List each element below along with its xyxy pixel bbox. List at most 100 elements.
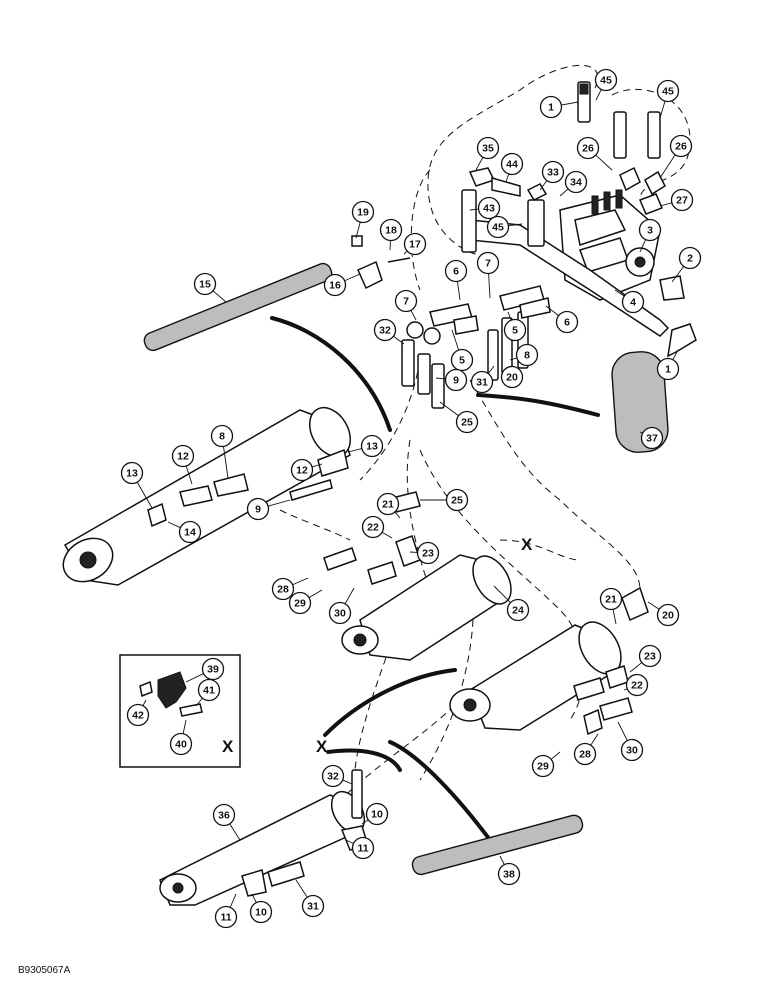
- callout-5: 5: [503, 311, 527, 342]
- leader-line: [410, 310, 417, 321]
- callout-circle: [403, 232, 427, 256]
- callout-20: 20: [500, 362, 524, 389]
- callout-label: 31: [476, 377, 488, 389]
- leader-line: [142, 699, 147, 706]
- callout-13: 13: [347, 434, 384, 458]
- callout-label: 22: [631, 680, 643, 692]
- callout-label: 30: [334, 608, 346, 620]
- callout-28: 28: [573, 733, 599, 766]
- leader-line: [393, 335, 405, 345]
- callout-17: 17: [403, 232, 427, 256]
- leader-line: [185, 465, 193, 485]
- leader-line: [561, 101, 579, 106]
- leader-line: [499, 855, 505, 865]
- callout-3: 3: [638, 218, 662, 253]
- leader-line: [671, 266, 685, 283]
- callout-circle: [669, 134, 693, 158]
- callout-circle: [670, 188, 694, 212]
- callout-1: 1: [656, 349, 680, 381]
- leader-line: [451, 329, 460, 351]
- callout-circle: [120, 461, 144, 485]
- callout-42: 42: [126, 699, 150, 727]
- callout-label: 2: [687, 253, 693, 265]
- callout-label: 45: [662, 86, 674, 98]
- callout-7: 7: [394, 289, 418, 321]
- callout-label: 26: [582, 143, 594, 155]
- callout-30: 30: [328, 587, 355, 625]
- leader-line: [267, 499, 291, 507]
- leader-line: [167, 521, 181, 529]
- detail-marker-x: X: [222, 737, 234, 756]
- callout-23: 23: [409, 541, 440, 565]
- callout-label: 24: [512, 605, 524, 617]
- callout-10: 10: [249, 893, 273, 924]
- callout-circle: [214, 905, 238, 929]
- callout-circle: [379, 218, 403, 242]
- callout-label: 12: [296, 465, 308, 477]
- callout-label: 32: [327, 771, 339, 783]
- detail-marker-x: X: [521, 535, 533, 554]
- callout-label: 13: [366, 441, 378, 453]
- callout-21: 21: [599, 587, 623, 625]
- callout-label: 9: [453, 375, 459, 387]
- callout-circle: [365, 802, 389, 826]
- callout-circle: [638, 644, 662, 668]
- leader-line: [508, 223, 523, 227]
- callout-12: 12: [290, 458, 323, 482]
- protective-sleeve-15: [143, 262, 333, 352]
- callout-circle: [444, 368, 468, 392]
- cylinder-36: [159, 769, 369, 906]
- leader-line: [672, 349, 679, 360]
- callout-label: 10: [371, 809, 383, 821]
- leader-line: [617, 721, 628, 741]
- callout-circle: [621, 290, 645, 314]
- leader-line: [475, 157, 484, 171]
- leader-line: [342, 779, 353, 785]
- callout-label: 35: [482, 143, 494, 155]
- callout-label: 21: [382, 499, 394, 511]
- leader-line: [182, 719, 187, 734]
- callout-label: 14: [184, 527, 196, 539]
- callout-22: 22: [623, 673, 649, 697]
- callout-circle: [212, 803, 236, 827]
- leader-line: [612, 609, 617, 625]
- callout-label: 5: [512, 325, 518, 337]
- callout-20: 20: [647, 601, 680, 627]
- protective-sleeve-38: [411, 814, 584, 876]
- callout-label: 20: [506, 372, 518, 384]
- leader-line: [509, 357, 518, 361]
- callout-label: 45: [600, 75, 612, 87]
- callout-circle: [497, 862, 521, 886]
- callout-6: 6: [545, 305, 579, 334]
- callout-label: 25: [451, 495, 463, 507]
- callout-circle: [445, 488, 469, 512]
- callout-label: 21: [605, 594, 617, 606]
- callout-2: 2: [671, 246, 702, 283]
- leader-line: [347, 448, 362, 453]
- callout-30: 30: [617, 721, 644, 762]
- cylinder-right: [449, 586, 649, 736]
- callout-circle: [455, 410, 479, 434]
- leader-line: [659, 154, 676, 179]
- detail-x-inset: [119, 654, 241, 768]
- callout-circle: [515, 343, 539, 367]
- callout-circle: [625, 673, 649, 697]
- callout-label: 11: [220, 912, 231, 924]
- callout-circle: [506, 598, 530, 622]
- callout-circle: [197, 678, 221, 702]
- leader-line: [311, 463, 323, 468]
- callout-label: 28: [579, 749, 591, 761]
- callout-label: 12: [177, 451, 189, 463]
- callout-circle: [599, 587, 623, 611]
- callout-9: 9: [246, 497, 291, 521]
- callout-9: 9: [435, 368, 468, 392]
- callout-29: 29: [531, 751, 561, 778]
- callout-circle: [288, 591, 312, 615]
- callout-25: 25: [420, 488, 469, 512]
- callout-circle: [539, 95, 563, 119]
- callout-44: 44: [500, 152, 524, 183]
- callout-label: 17: [409, 239, 421, 251]
- callout-39: 39: [185, 657, 225, 683]
